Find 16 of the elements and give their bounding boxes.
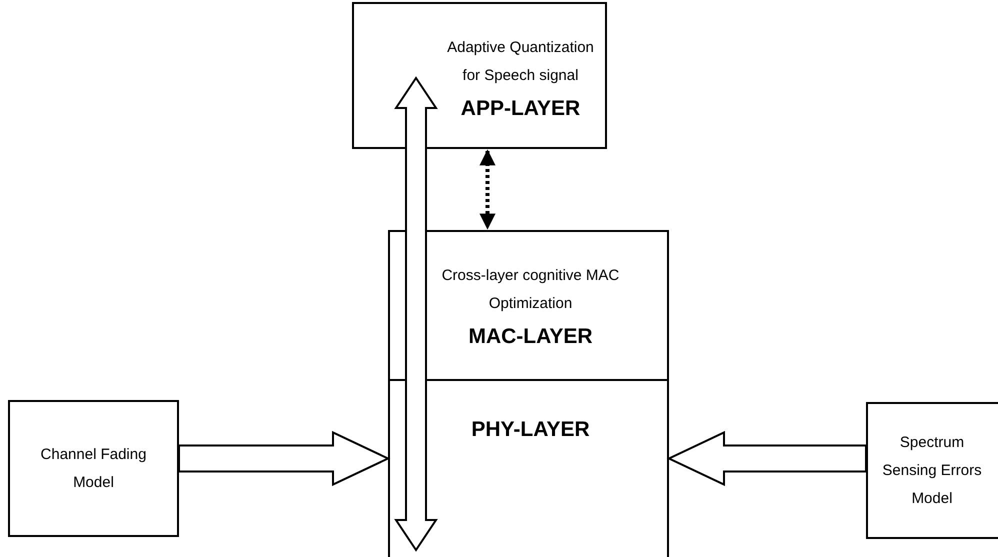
block-arrow	[666, 430, 867, 486]
block-arrow	[178, 430, 390, 486]
block-arrow	[394, 76, 438, 552]
layer-title: MAC-LAYER	[468, 324, 593, 350]
layer-box	[388, 379, 669, 557]
node-text: Channel Fading Model	[40, 444, 148, 492]
arrow	[480, 149, 496, 230]
layer-box	[352, 2, 607, 149]
layer-title: APP-LAYER	[460, 96, 580, 122]
layer-box	[866, 402, 998, 539]
layer-box	[388, 230, 669, 381]
node-text: Adaptive Quantization for Speech signal	[446, 38, 595, 86]
layer-title: PHY-LAYER	[471, 417, 590, 443]
node-text: Spectrum Sensing Errors Model	[881, 432, 983, 508]
layer-box	[8, 400, 179, 537]
node-text: Cross-layer cognitive MAC Optimization	[440, 266, 620, 314]
